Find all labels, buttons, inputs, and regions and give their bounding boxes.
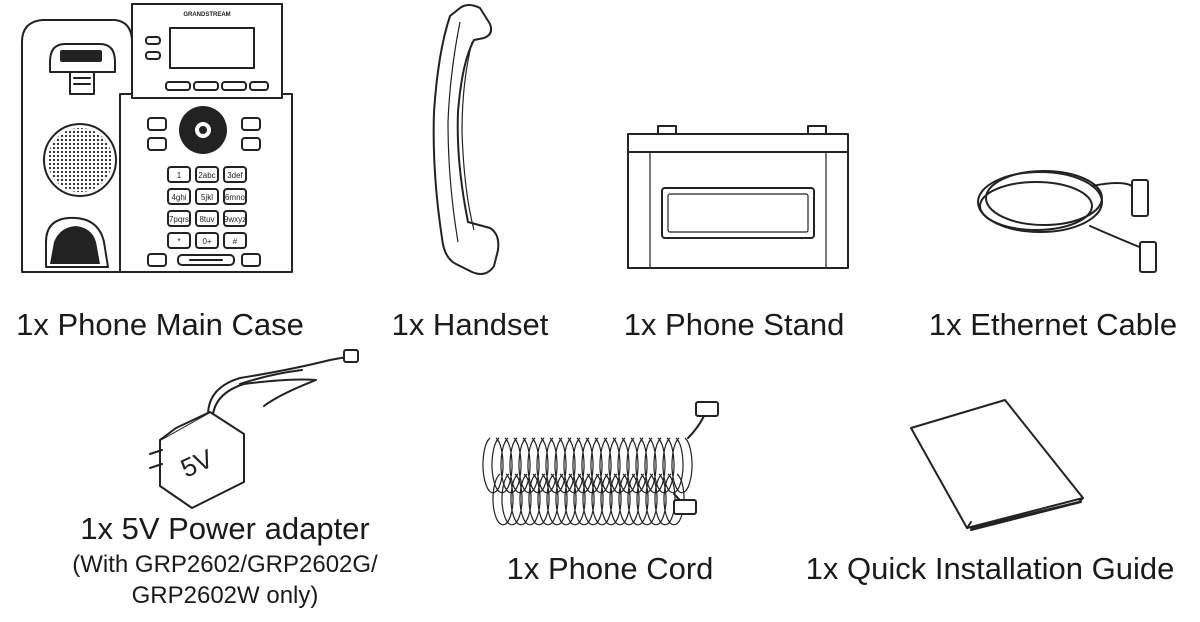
phone-main-case-illustration: GRANDSTREAM 1 2abc 3def 4ghi 5jkl 6mno 7pqrs 8t… xyxy=(21,3,293,273)
keypad-key-label: 6mno xyxy=(225,193,246,202)
keypad-key xyxy=(195,232,219,249)
keypad-key-label: 5jkl xyxy=(201,193,213,202)
item-label: 1x Phone Main Case xyxy=(16,307,304,342)
item-label: 1x Phone Stand xyxy=(623,307,845,342)
keypad-key xyxy=(223,166,247,183)
brand-logo: GRANDSTREAM xyxy=(183,12,230,18)
cord-coil xyxy=(482,437,693,494)
item-label: 1x Handset xyxy=(391,307,549,342)
keypad-key xyxy=(223,188,247,205)
item-label: 1x Ethernet Cable xyxy=(928,307,1178,342)
keypad-key xyxy=(195,188,219,205)
keypad-key xyxy=(223,232,247,249)
cord-coil xyxy=(492,473,685,526)
keypad-key xyxy=(195,166,219,183)
keypad-key-label: 8tuv xyxy=(199,215,214,224)
keypad-key xyxy=(167,188,191,205)
keypad-key-label: 4ghi xyxy=(171,193,186,202)
keypad-key-label: 3def xyxy=(227,171,243,180)
keypad-key-label: 2abc xyxy=(198,171,215,180)
keypad-key xyxy=(223,210,247,227)
keypad-key xyxy=(167,166,191,183)
phone-stand-illustration xyxy=(627,125,849,269)
handset-illustration xyxy=(432,4,500,275)
ethernet-cable-illustration xyxy=(977,170,1157,273)
item-label: 1x Quick Installation Guide xyxy=(805,551,1175,586)
item-label: 1x 5V Power adapter xyxy=(80,511,370,546)
keypad-key xyxy=(167,210,191,227)
item-note-line2: GRP2602W only) xyxy=(131,582,319,609)
power-adapter-illustration: 5V xyxy=(149,349,359,509)
keypad-key-label: * xyxy=(177,237,180,246)
keypad-key-label: 7pqrs xyxy=(169,215,189,224)
keypad-key-label: 1 xyxy=(177,171,182,180)
cord-tail xyxy=(687,415,705,439)
quick-guide-illustration xyxy=(910,399,1084,531)
keypad-key-label: 9wxyz xyxy=(224,215,246,224)
keypad-key xyxy=(167,232,191,249)
keypad-key-label: # xyxy=(233,237,238,246)
keypad-key xyxy=(195,210,219,227)
keypad-key-label: 0+ xyxy=(202,237,211,246)
item-note-line1: (With GRP2602/GRP2602G/ xyxy=(72,551,378,578)
item-label: 1x Phone Cord xyxy=(506,551,714,586)
phone-cord-illustration xyxy=(482,401,719,526)
